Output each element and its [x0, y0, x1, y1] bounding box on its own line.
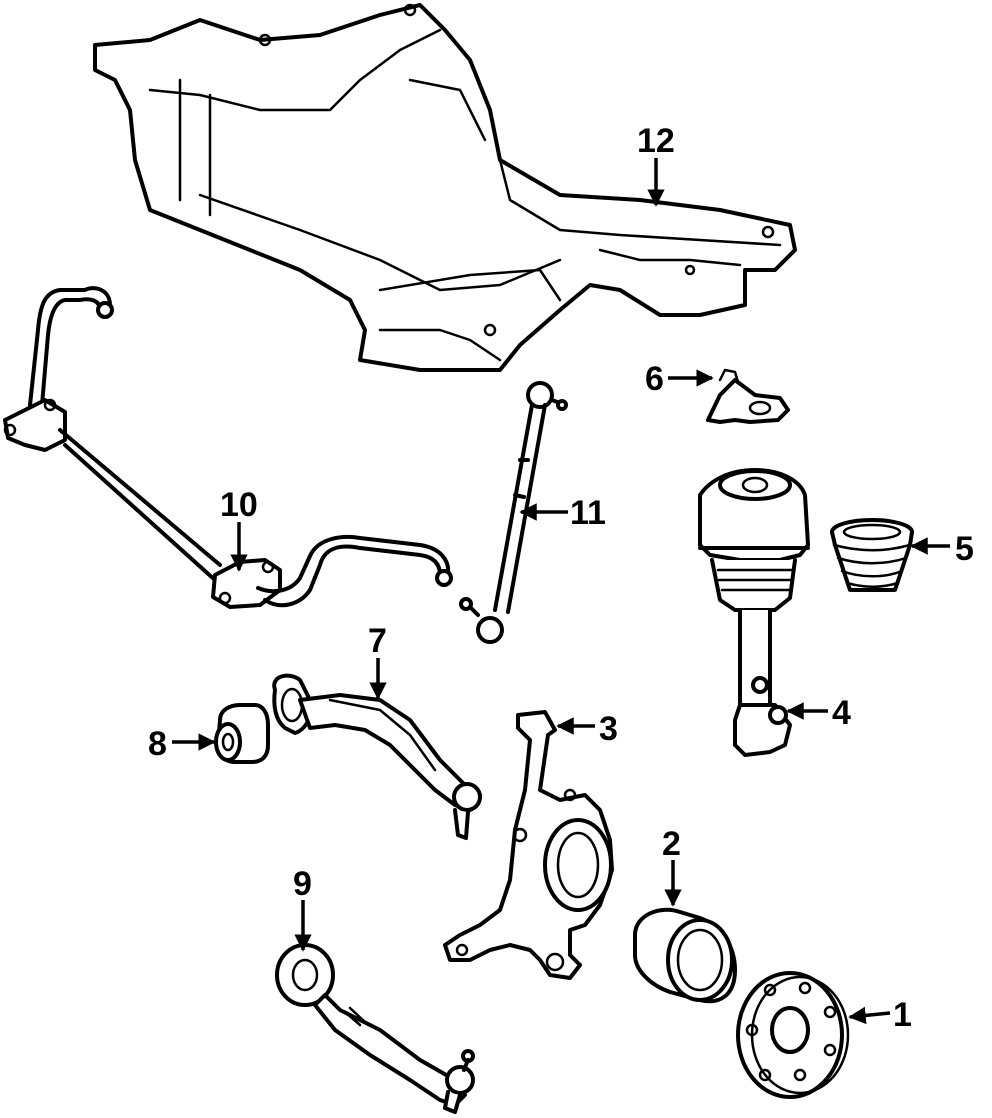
subframe-crossmember [93, 3, 797, 372]
callout-12: 12 [637, 122, 675, 160]
callout-5: 5 [955, 530, 974, 568]
callout-1: 1 [893, 996, 912, 1034]
wheel-bearing [633, 907, 737, 1004]
callout-3: 3 [599, 710, 618, 748]
callout-6: 6 [645, 360, 664, 398]
callout-11: 11 [570, 494, 606, 532]
callout-7: 7 [368, 622, 387, 660]
stabilizer-bar [3, 286, 453, 609]
wheel-hub [736, 971, 850, 1099]
callout-9: 9 [293, 865, 312, 903]
callout-10: 10 [220, 486, 258, 524]
callout-2: 2 [662, 825, 681, 863]
strut-assembly [698, 468, 810, 757]
lower-control-arm [275, 943, 475, 1114]
control-arm [272, 673, 482, 840]
bracket [706, 368, 790, 424]
spring-bellows [830, 518, 914, 592]
callout-8: 8 [148, 725, 167, 763]
bushing [214, 703, 270, 764]
steering-knuckle [443, 710, 614, 980]
callout-arrows [172, 158, 950, 1025]
callout-4: 4 [832, 694, 851, 732]
